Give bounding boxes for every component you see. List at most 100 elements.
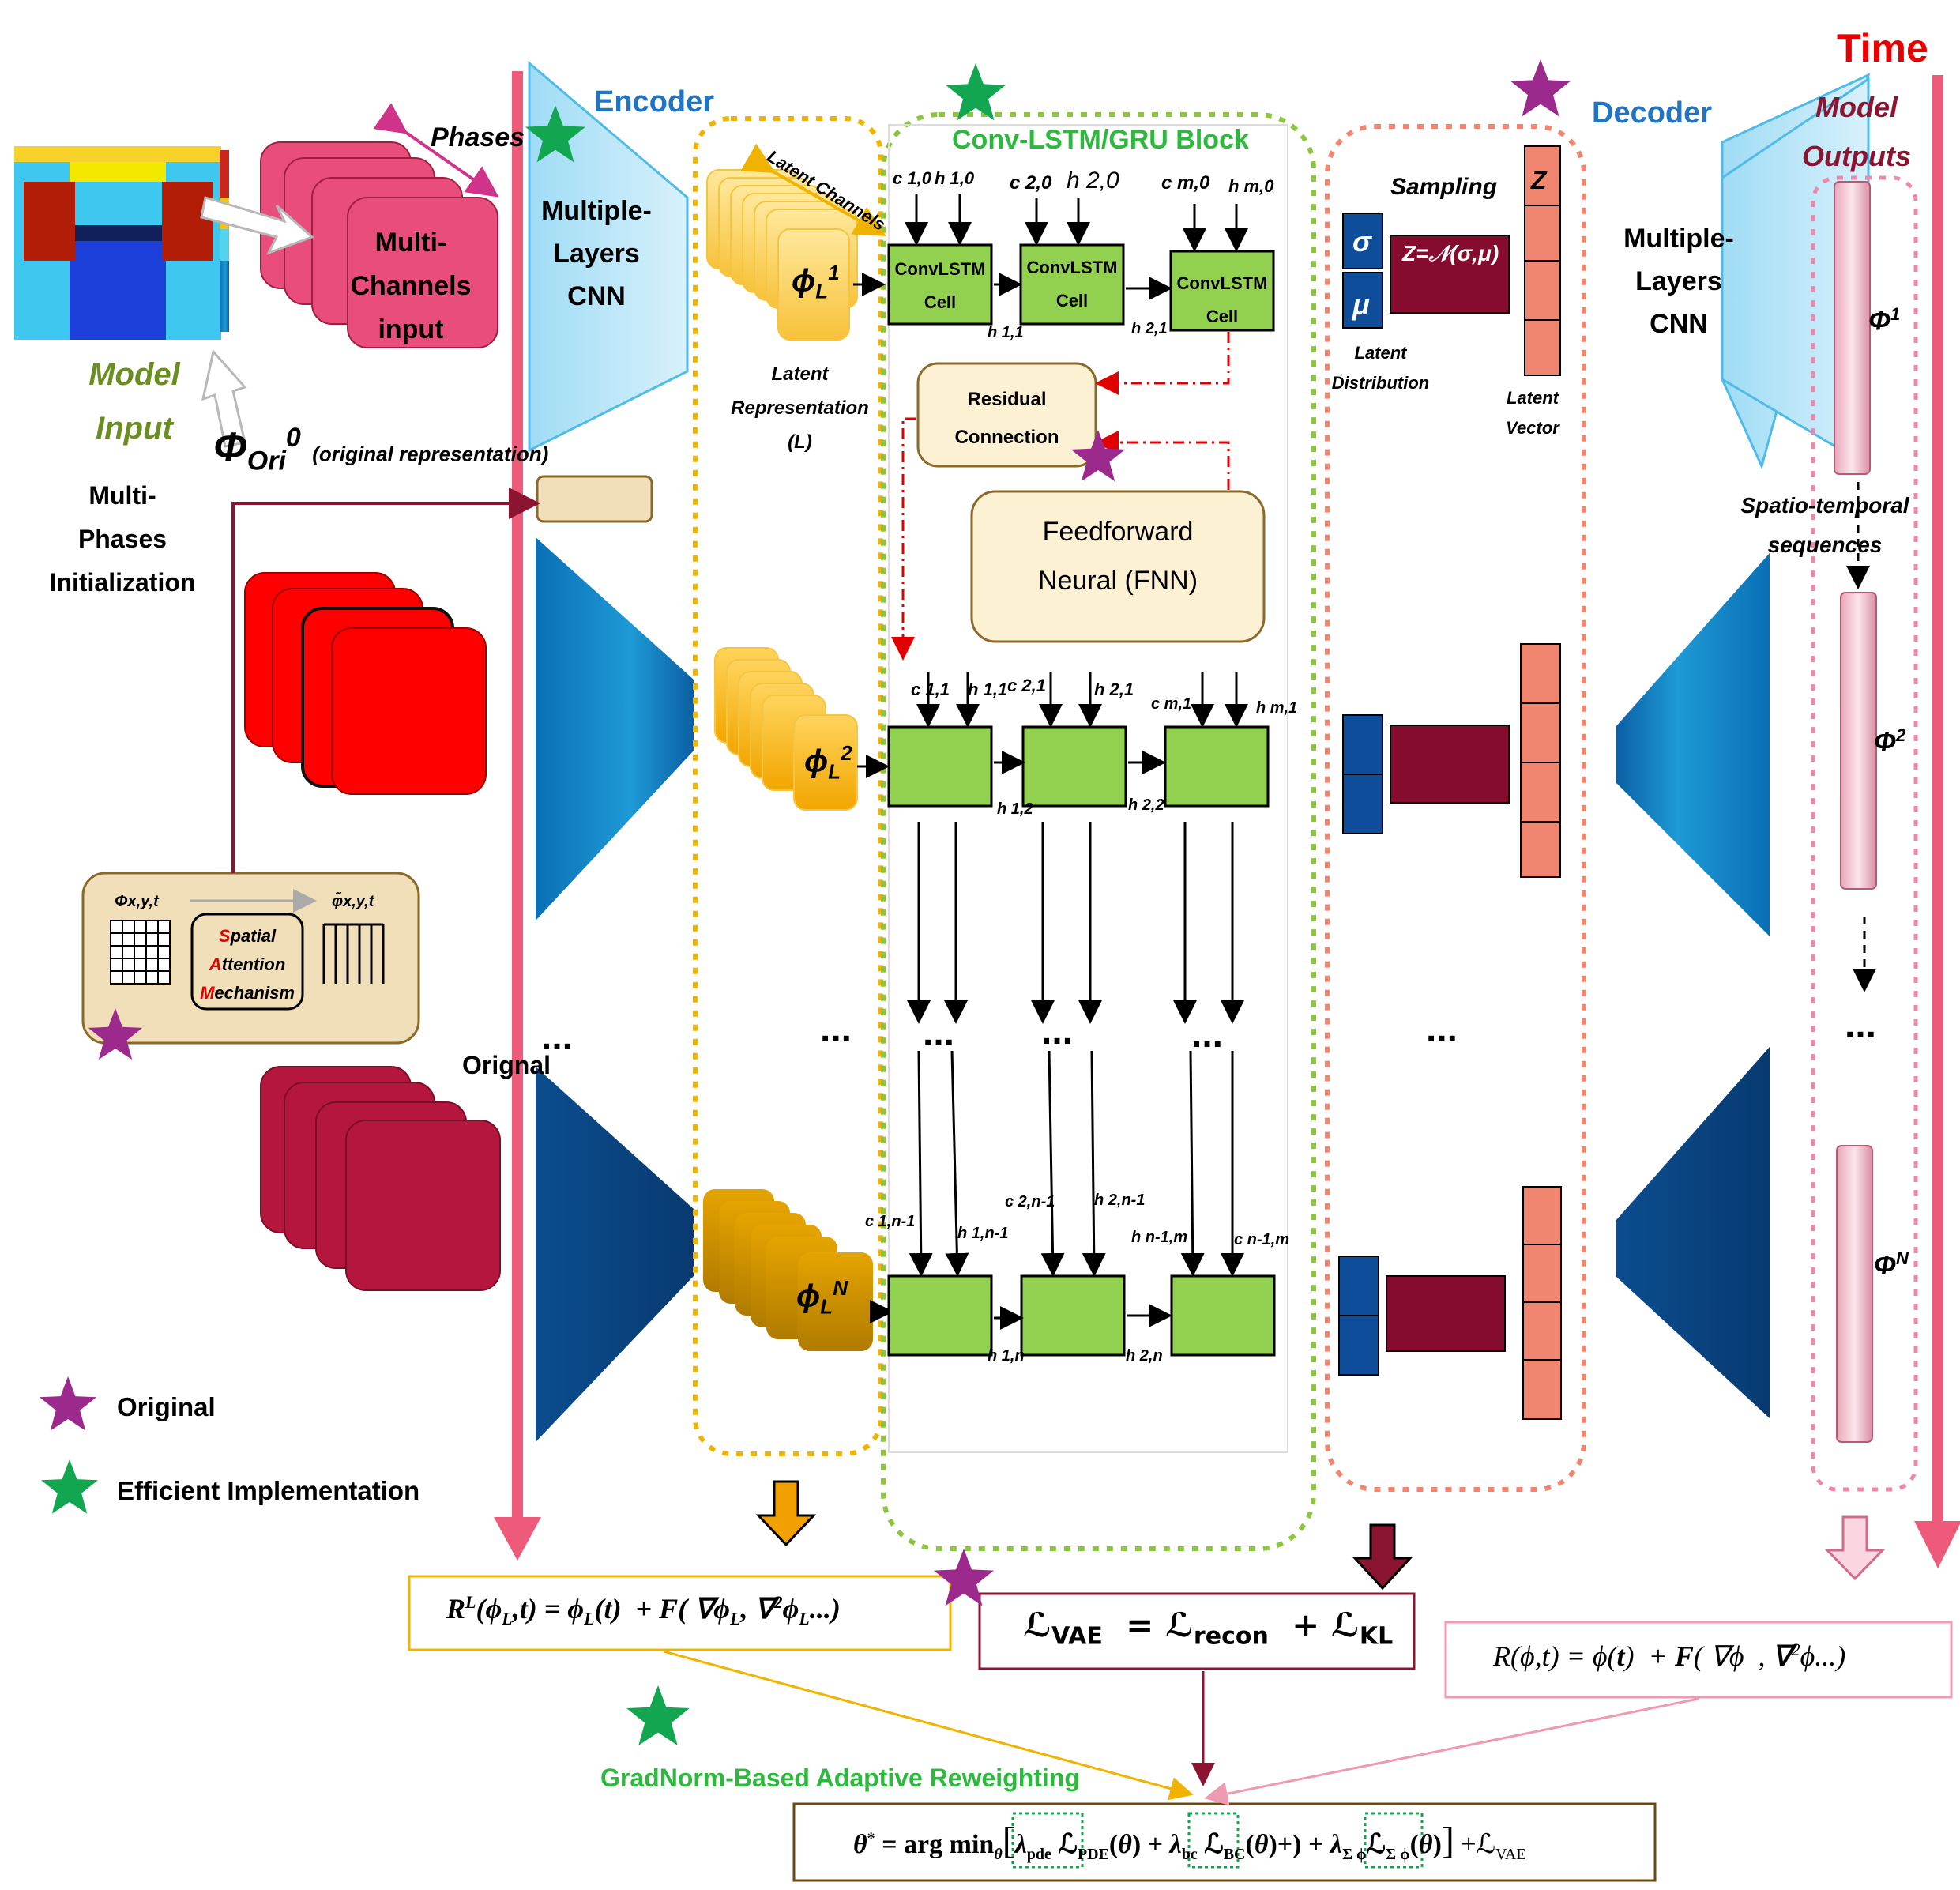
output-phi-1: Φ1	[1868, 304, 1901, 337]
star-loss-icon	[934, 1549, 994, 1606]
row2-c2: c 2,1	[1007, 676, 1046, 695]
mu-label: μ	[1352, 288, 1370, 321]
row1-c2: c 2,0	[1010, 172, 1052, 194]
encoder-cnn-bottom	[536, 1067, 694, 1442]
star-markers	[39, 59, 1571, 1745]
legend-star-original-icon	[39, 1376, 97, 1431]
ellipsis-outputs: ...	[1845, 1004, 1877, 1046]
z-label: Z	[1531, 166, 1547, 194]
row2-h1: h 1,1	[968, 680, 1008, 699]
cell-label-1: ConvLSTM Cell	[894, 259, 986, 312]
residual-connection-box	[916, 362, 1097, 468]
lstm-down-arrows	[907, 822, 1244, 1277]
latent-representation-label: Latent Representation (L)	[731, 363, 869, 453]
encoder-cnn-mid	[536, 537, 694, 921]
residual-return-arrow	[1095, 332, 1230, 395]
output-bar-1	[1834, 181, 1871, 475]
phases-arrow	[373, 103, 499, 198]
attention-phi-out: φ̃x,y,t	[332, 893, 374, 910]
loss-vae-eq: ℒVAE = ℒrecon + ℒKL	[1023, 1606, 1394, 1651]
latent-phi-1: ϕL1	[792, 261, 840, 303]
lstm-row-1	[887, 194, 1275, 332]
objective-eq: θ* = arg minθ[λpde ℒPDE(θ) + λbc ℒBC(θ)+…	[853, 1820, 1526, 1863]
star-vae-icon	[1510, 59, 1571, 117]
star-lstm-icon	[946, 63, 1006, 121]
row1-c1: c 1,0	[893, 168, 931, 188]
phases-label: Phases	[431, 122, 525, 152]
init-label: Multi- Phases Initialization	[49, 481, 196, 597]
row3-c2: c 2,n-1	[1005, 1193, 1055, 1210]
row1-out1: h 1,1	[988, 324, 1024, 341]
lstm-row-2	[887, 672, 1270, 808]
output-phi-2: Φ2	[1874, 725, 1906, 758]
attention-mechanism-box	[190, 913, 304, 1011]
encoder-label: Encoder	[594, 85, 715, 119]
row2-out1: h 1,2	[997, 800, 1033, 818]
residual-eq: R(ϕ,t) = ϕ(t) + F( ∇ϕ , ∇2ϕ...)	[1493, 1640, 1846, 1672]
output-phi-N: ΦN	[1874, 1248, 1909, 1281]
outputs-down-arrow	[1824, 1515, 1886, 1581]
spatio-temporal-label: Spatio-temporal sequences	[1740, 493, 1909, 557]
star-residual-icon	[1070, 430, 1126, 482]
ellipsis-lstm-3: ...	[1191, 1014, 1224, 1056]
residual-latent-eq-box	[408, 1575, 952, 1651]
row3-h1: h 1,n-1	[957, 1225, 1009, 1242]
residual-latent-eq: RL(ϕL,t) = ϕL(t) + F( ∇ϕL, ∇2ϕL...)	[446, 1592, 841, 1629]
input-heatmap	[14, 146, 229, 340]
loss-vae-eq-box	[978, 1592, 1416, 1670]
row3-c1: c 1,n-1	[865, 1213, 916, 1230]
convlstm-cell-1-2	[1019, 243, 1125, 326]
residual-to-row2-arrow	[891, 417, 916, 661]
vae-row-3	[1338, 1186, 1562, 1420]
z-formula-label: Z=𝒩(σ,μ)	[1402, 241, 1499, 265]
convlstm-cell-2-1	[887, 725, 993, 808]
ellipsis-vae: ...	[1426, 1008, 1458, 1050]
lstm-title: Conv-LSTM/GRU Block	[952, 125, 1249, 155]
decoder-cnn-bottom	[1616, 1047, 1770, 1418]
sampling-label: Sampling	[1390, 174, 1498, 200]
row2-out2: h 2,2	[1128, 796, 1164, 814]
fnn-feedback-arrow	[1095, 431, 1230, 490]
input-channel-stack-red	[244, 572, 487, 795]
attention-output-grid	[322, 923, 385, 984]
row1-h2: h 2,0	[1067, 168, 1119, 194]
latent-phi-2: ϕL2	[804, 741, 852, 784]
ellipsis-lstm-2: ...	[1041, 1011, 1074, 1052]
attention-mechanism-label: Spatial Attention Mechanism	[200, 926, 295, 1003]
model-input-label: Model Input	[88, 357, 180, 446]
decoder-cnn-mid	[1616, 553, 1770, 936]
row2-cm: c m,1	[1151, 695, 1192, 713]
vae-region-box	[1325, 124, 1586, 1492]
star-attention-icon	[88, 1008, 143, 1060]
latent-vector-label: Latent Vector	[1506, 388, 1559, 438]
encoder-small-box	[536, 475, 653, 523]
residual-eq-box	[1444, 1621, 1953, 1699]
model-input-pointer-arrow	[201, 348, 247, 448]
decoder-label: Decoder	[1592, 96, 1713, 130]
row1-hm: h m,0	[1228, 176, 1274, 196]
cell-label-3: ConvLSTM Cell	[1176, 273, 1268, 326]
row1-h1: h 1,0	[935, 168, 975, 188]
convlstm-cell-2-3	[1164, 725, 1270, 808]
vae-row-2	[1342, 643, 1561, 878]
channels-label: Multi- Channels input	[350, 228, 472, 344]
attention-phi-in: Φx,y,t	[115, 893, 159, 910]
legend-original-label: Original	[117, 1392, 216, 1421]
ellipsis-lstm-1: ...	[923, 1012, 955, 1054]
row2-hm: h m,1	[1256, 699, 1298, 717]
attention-input-grid	[110, 920, 171, 985]
row3-cm: c n-1,m	[1234, 1231, 1290, 1248]
fnn-label: Feedforward Neural (FNN)	[1037, 517, 1198, 596]
legend-star-efficient-icon	[40, 1459, 99, 1514]
ellipsis-input: ...	[541, 1016, 574, 1058]
row3-out1: h 1,n	[988, 1347, 1025, 1365]
input-channel-stack-crimson	[260, 1066, 501, 1291]
mu-box	[1342, 272, 1383, 329]
model-outputs-label: Model Outputs	[1802, 91, 1911, 172]
convlstm-cell-1-1	[887, 243, 993, 326]
heatmap-to-channels-arrow	[200, 196, 314, 255]
phi-ori-label: ΦOri0 (original representation)	[213, 423, 549, 476]
z-formula-box	[1390, 235, 1510, 314]
latent-phi-N: ϕLN	[796, 1276, 848, 1319]
